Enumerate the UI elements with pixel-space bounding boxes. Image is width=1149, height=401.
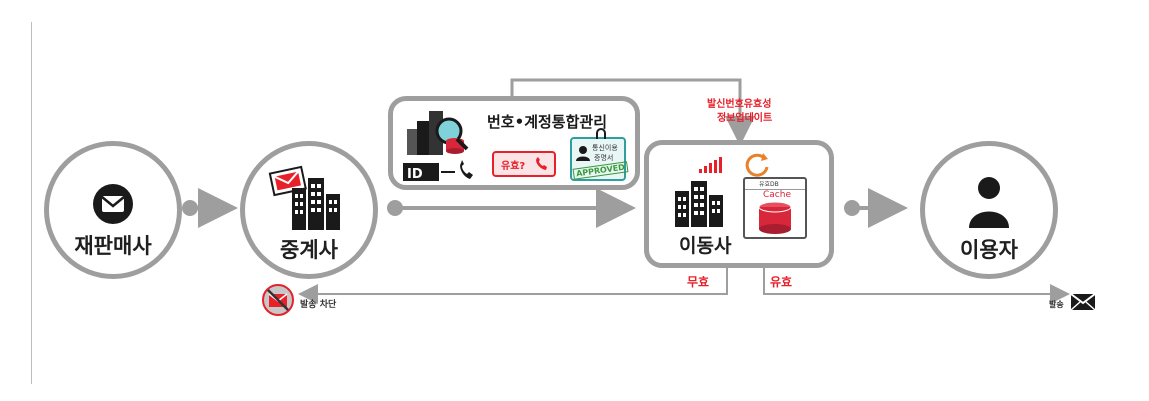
invalid-label: 무효 xyxy=(687,275,710,289)
certificate-line1: 통신이용 xyxy=(592,144,618,152)
feedback-loop-line xyxy=(510,78,755,146)
sender-node: 재판매사 xyxy=(44,141,182,279)
carrier-building-icon xyxy=(675,157,723,227)
id-badge: ID xyxy=(407,167,423,182)
valid-label: 유효 xyxy=(770,275,793,289)
user-label: 이용자 xyxy=(960,238,1018,262)
relay-label: 중계사 xyxy=(280,238,338,262)
sender-label: 재판매사 xyxy=(74,234,152,258)
cache-card-header-text: 유효DB xyxy=(759,181,779,188)
carrier-node: 이동사 유효DB Cache xyxy=(644,140,834,268)
server-magnifier-icon xyxy=(403,111,473,181)
database-icon xyxy=(758,201,792,234)
mail-icon xyxy=(93,184,133,224)
valid-check-text: 유효? xyxy=(501,161,526,172)
left-divider-line xyxy=(31,22,32,384)
approved-stamp: APPROVED xyxy=(572,161,629,180)
certificate-card: 통신이용 증명서 APPROVED xyxy=(570,137,629,181)
cache-label: Cache xyxy=(763,190,791,200)
user-node: 이용자 xyxy=(920,141,1058,279)
person-icon xyxy=(969,177,1009,228)
update-note-line2: 정보업데이트 xyxy=(717,113,773,124)
certificate-line2: 증명서 xyxy=(594,154,614,162)
valid-flow-line xyxy=(763,268,1070,304)
integration-title: 번호•계정통합관리 xyxy=(487,113,607,131)
integration-box: ID 번호•계정통합관리 유효? 통신이용 증명서 APPROVED xyxy=(388,96,640,190)
invalid-flow-line xyxy=(298,268,728,304)
sent-mail-icon xyxy=(1070,293,1096,311)
cache-card-header: 유효DB xyxy=(745,179,805,190)
refresh-icon xyxy=(745,153,769,177)
phone-icon xyxy=(536,157,547,170)
sent-label: 발송 xyxy=(1049,300,1064,309)
blocked-label: 발송 차단 xyxy=(300,300,337,310)
update-note-line1: 발신번호유효성 xyxy=(707,99,772,110)
carrier-label: 이동사 xyxy=(679,235,732,257)
blocked-mail-icon xyxy=(262,284,294,316)
valid-check-tag: 유효? xyxy=(492,151,556,177)
relay-building-mail-icon xyxy=(268,165,340,230)
cache-card: 유효DB Cache xyxy=(743,177,807,239)
person-card-icon xyxy=(576,146,590,161)
relay-node: 중계사 xyxy=(240,141,378,279)
lock-icon xyxy=(596,128,606,139)
